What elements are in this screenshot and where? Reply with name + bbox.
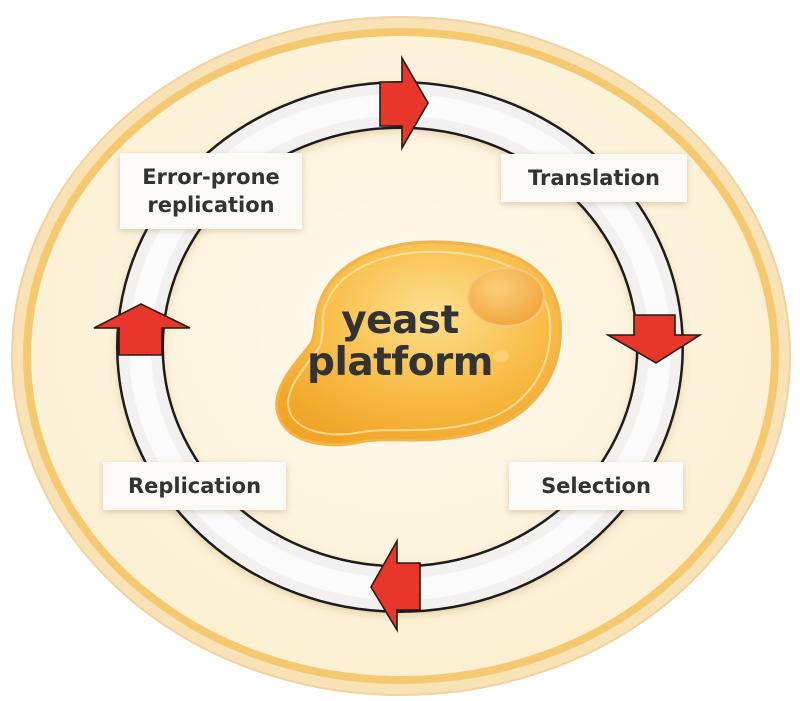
yeast-cell xyxy=(275,240,562,447)
stage-label-replication: Replication xyxy=(103,462,286,510)
yeast-nucleus xyxy=(467,267,545,327)
stage-label-text: Error-prone xyxy=(142,164,280,189)
center-title-line1: yeast xyxy=(341,298,459,343)
stage-label-text: Selection xyxy=(541,473,651,498)
cycle-arrows xyxy=(93,55,703,633)
stage-label-translation: Translation xyxy=(501,154,687,202)
yeast-cell-membrane xyxy=(287,250,552,436)
down-arrow-icon xyxy=(605,314,703,364)
stage-label-error-prone-replication: Error-prone replication xyxy=(120,153,302,229)
center-title: yeast platform xyxy=(280,298,520,386)
stage-label-text: Replication xyxy=(127,473,262,498)
right-arrow-icon xyxy=(379,55,429,151)
up-arrow-icon xyxy=(93,303,191,356)
left-arrow-icon xyxy=(370,537,421,633)
stage-label-selection: Selection xyxy=(509,462,683,510)
stage-label-text: replication xyxy=(147,193,275,217)
center-title-line2: platform xyxy=(307,340,493,386)
stage-label-text: Translation xyxy=(528,165,660,190)
yeast-vacuole xyxy=(493,350,509,362)
